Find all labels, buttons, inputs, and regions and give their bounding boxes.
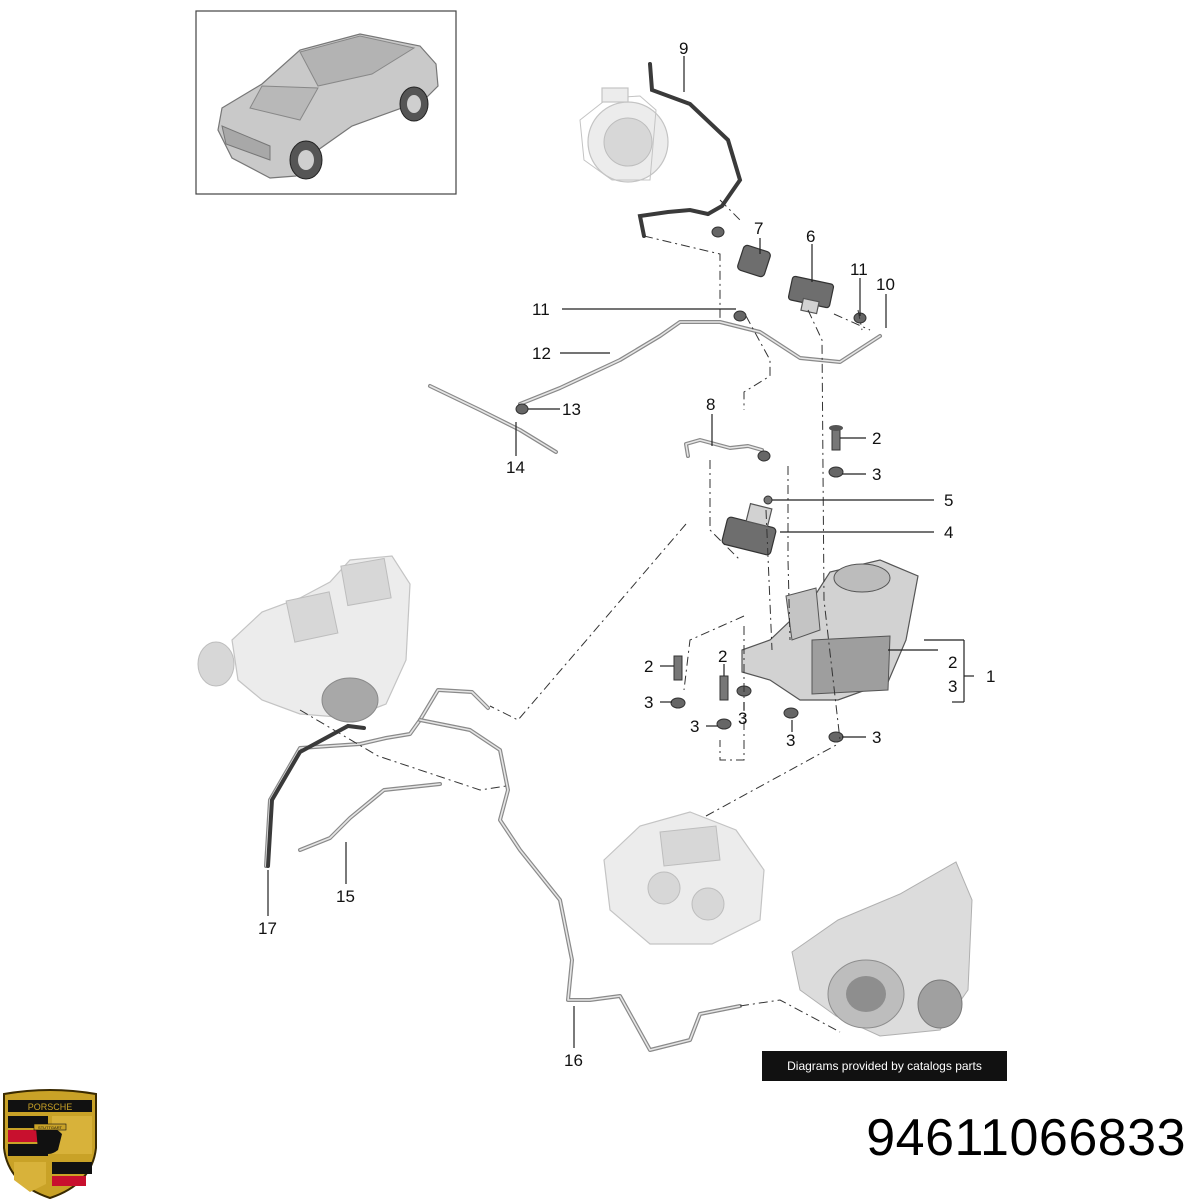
callout-3: 3 xyxy=(948,677,957,696)
callout-1: 1 xyxy=(986,667,995,686)
leader-lines xyxy=(267,56,974,1048)
pipe-8 xyxy=(684,438,764,458)
callout-3: 3 xyxy=(644,693,653,712)
vacuum-pump-ghost xyxy=(579,87,669,183)
vehicle-thumbnail xyxy=(195,10,457,195)
callout-17: 17 xyxy=(258,919,277,938)
callout-16: 16 xyxy=(564,1051,583,1070)
callout-13: 13 xyxy=(562,400,581,419)
clip-7 xyxy=(737,244,771,278)
engine-block-ghost xyxy=(603,811,765,945)
callout-11: 11 xyxy=(850,260,868,279)
callout-2: 2 xyxy=(948,653,957,672)
turbo-manifold-right-ghost xyxy=(791,861,973,1037)
solenoid-valve-4 xyxy=(721,502,777,556)
callout-7: 7 xyxy=(754,219,763,238)
callout-10: 10 xyxy=(876,275,895,294)
valve-6 xyxy=(787,275,835,315)
callout-3: 3 xyxy=(786,731,795,750)
assembly-lines xyxy=(299,199,871,1033)
bracket-assembly xyxy=(741,559,919,701)
callout-11: 11 xyxy=(532,300,550,319)
callout-3: 3 xyxy=(872,728,881,747)
porsche-crest-icon: PORSCHE STUTTGART xyxy=(3,1089,97,1200)
callout-8: 8 xyxy=(706,395,715,414)
callout-6: 6 xyxy=(806,227,815,246)
hose-17 xyxy=(266,723,366,868)
crest-subtext: STUTTGART xyxy=(38,1125,62,1130)
callout-9: 9 xyxy=(679,39,688,58)
diagram-credit-badge: Diagrams provided by catalogs parts xyxy=(762,1051,1007,1081)
part-number: 94611066833 xyxy=(866,1109,1186,1167)
callout-2: 2 xyxy=(718,647,727,666)
turbocharger-left-ghost xyxy=(197,555,411,723)
callout-12: 12 xyxy=(532,344,551,363)
callout-2: 2 xyxy=(872,429,881,448)
callout-labels: 1 2 2 2 2 3 3 3 3 3 3 3 4 5 6 7 8 9 10 1… xyxy=(258,39,995,1070)
callout-3: 3 xyxy=(690,717,699,736)
pipe-12 xyxy=(518,320,882,406)
hose-14 xyxy=(428,384,558,454)
pipe-16 xyxy=(264,688,742,1052)
callout-3: 3 xyxy=(738,709,747,728)
callout-2: 2 xyxy=(644,657,653,676)
fasteners xyxy=(515,226,867,743)
callout-3: 3 xyxy=(872,465,881,484)
callout-4: 4 xyxy=(944,523,953,542)
pipe-15 xyxy=(298,782,442,852)
suv-thumbnail-icon xyxy=(217,33,439,180)
crest-text: PORSCHE xyxy=(28,1102,73,1112)
callout-5: 5 xyxy=(944,491,953,510)
hose-9 xyxy=(637,62,743,238)
callout-14: 14 xyxy=(506,458,525,477)
callout-15: 15 xyxy=(336,887,355,906)
